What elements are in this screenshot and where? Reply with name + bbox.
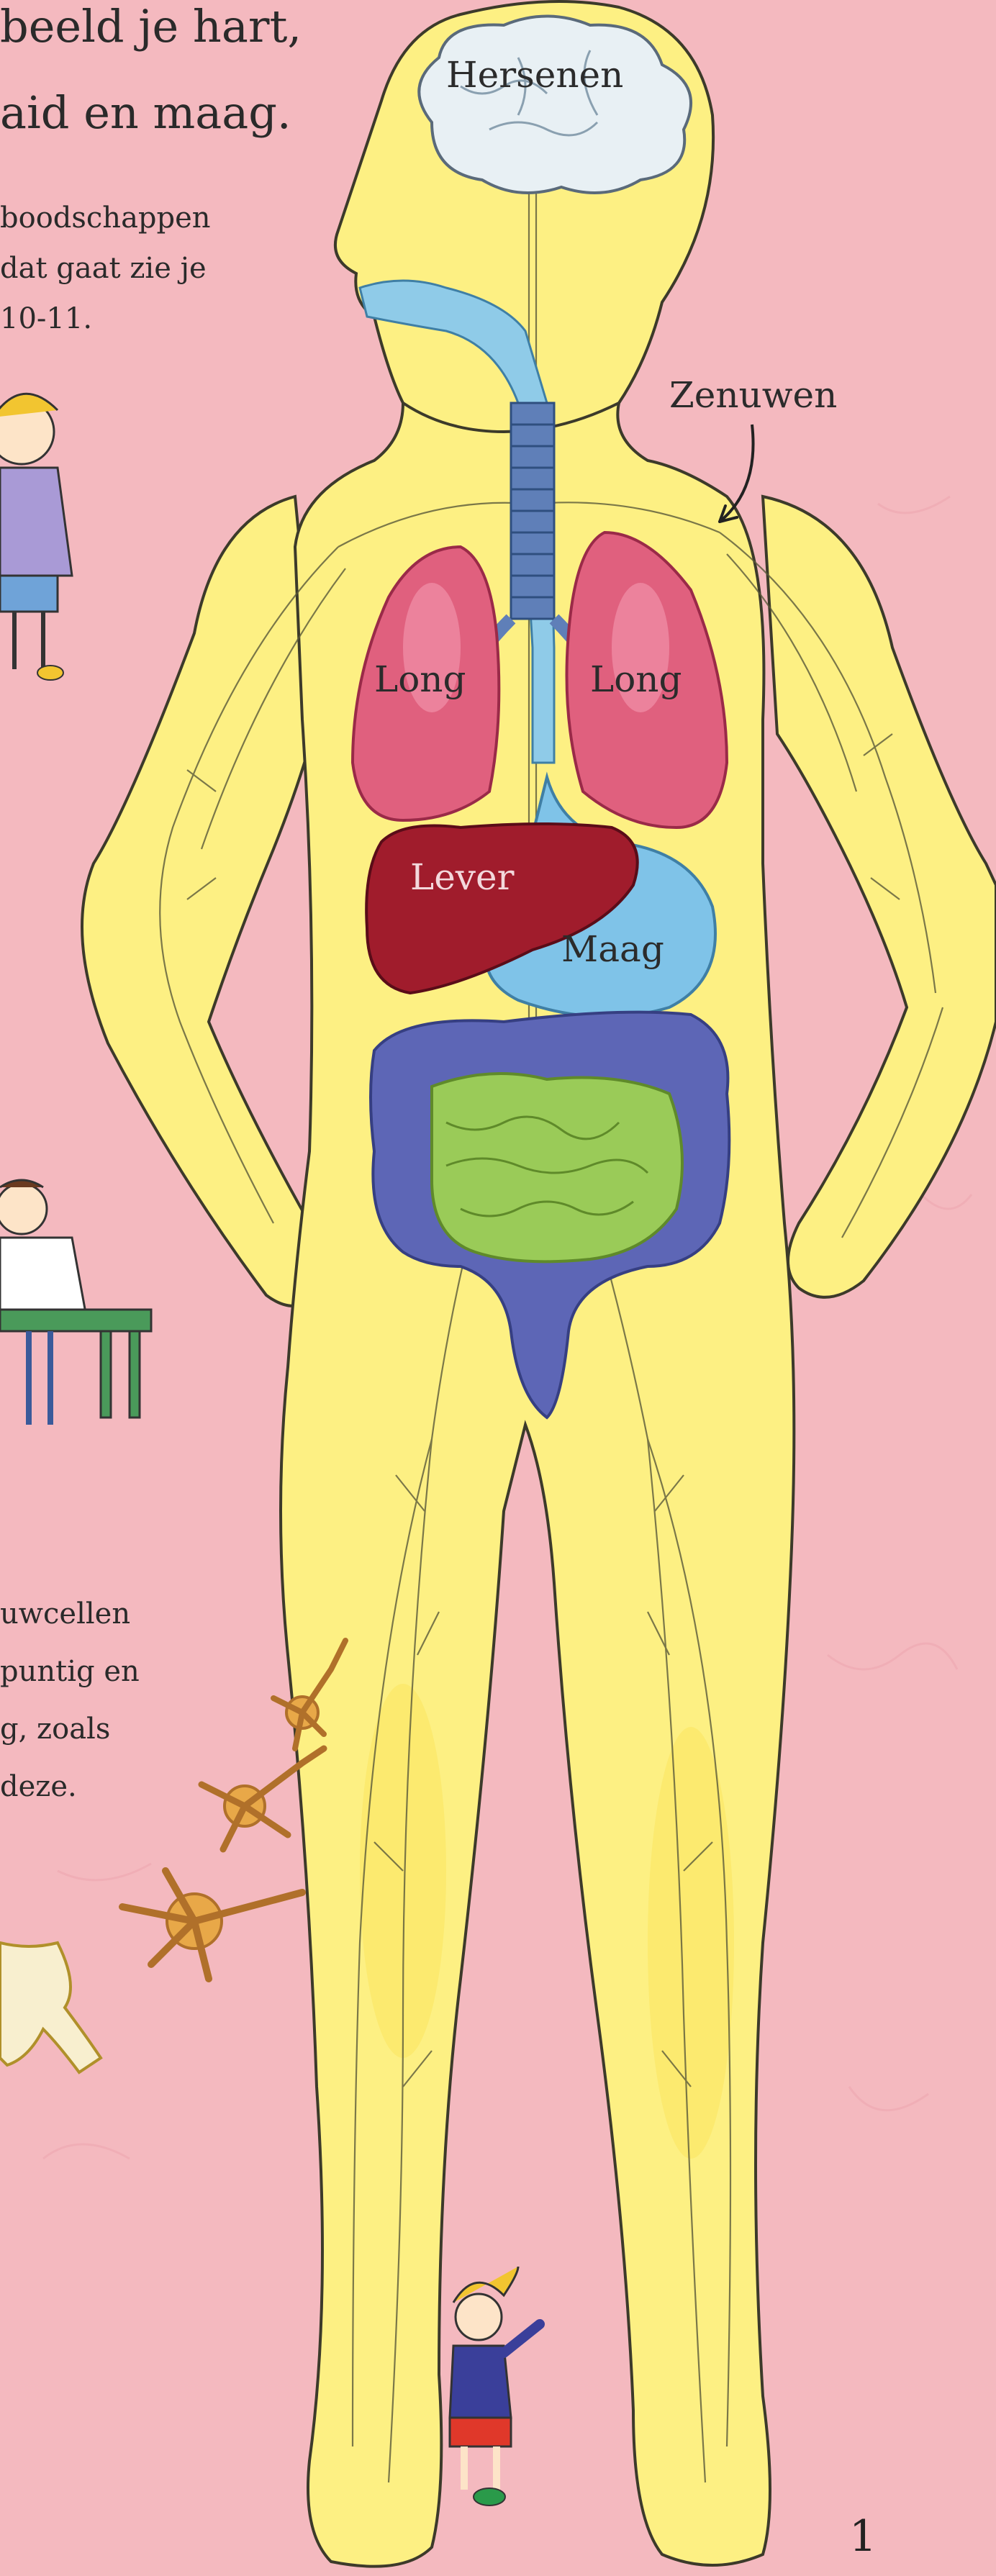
page-number: 1	[849, 2511, 877, 2562]
scientist-character	[0, 1180, 151, 1425]
label-left-lung: Long	[374, 658, 466, 700]
paragraph1-line-3: 10-11.	[0, 302, 92, 335]
small-intestine	[432, 1074, 682, 1261]
label-stomach: Maag	[561, 928, 664, 970]
nerve-cell-partial	[0, 1943, 101, 2072]
label-brain: Hersenen	[446, 54, 623, 96]
label-nerves: Zenuwen	[669, 374, 837, 416]
paragraph1-line-2: dat gaat zie je	[0, 252, 207, 285]
paragraph1-line-1: boodschappen	[0, 201, 211, 235]
paragraph2-line-4: deze.	[0, 1770, 77, 1803]
paragraph2-line-2: puntig en	[0, 1655, 140, 1688]
paragraph2-line-1: uwcellen	[0, 1597, 130, 1631]
shading	[648, 1727, 734, 2159]
paragraph2-line-3: g, zoals	[0, 1713, 110, 1746]
right-arm	[763, 496, 996, 1297]
small-girl-character	[450, 2267, 540, 2505]
girl-character	[0, 394, 72, 680]
nerve-cell	[122, 1871, 302, 1979]
label-right-lung: Long	[590, 658, 682, 700]
nerve-cells	[0, 1641, 345, 2072]
label-liver: Lever	[410, 856, 515, 898]
brain	[419, 17, 691, 194]
heading-line-1: beeld je hart,	[0, 0, 302, 53]
heading-line-2: aid en maag.	[0, 86, 291, 139]
left-arm	[82, 496, 322, 1306]
